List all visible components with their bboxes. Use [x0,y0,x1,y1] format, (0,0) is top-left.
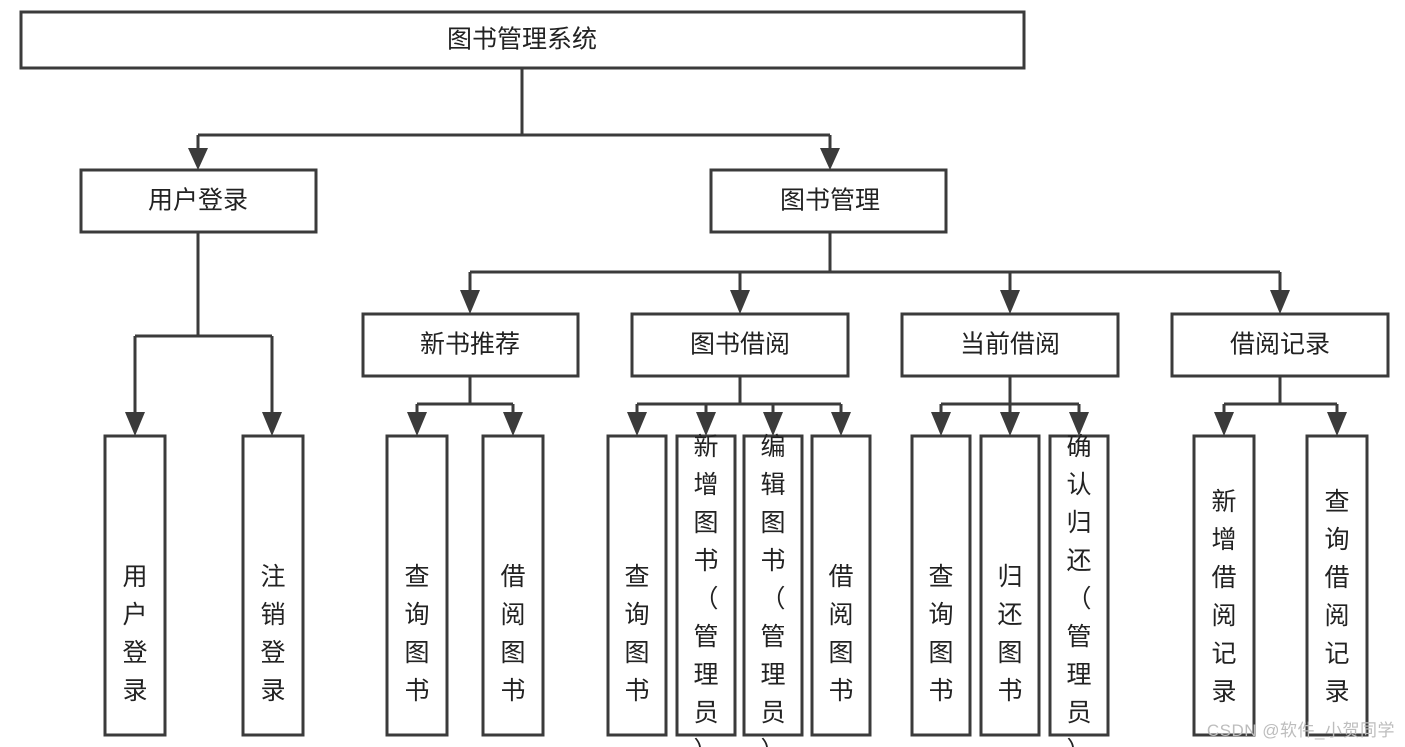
arrow-bookborrow-leaf-1 [627,412,647,436]
node-book-manage[interactable]: 图书管理 [709,168,948,234]
node-book-borrow[interactable]: 图书借阅 [630,312,850,378]
leaf-add-record[interactable]: 新增借阅记录 [1192,434,1256,737]
leaf-add-record-box[interactable] [1192,434,1256,737]
leaf-borrow-book-2-box[interactable] [810,434,872,737]
node-user-login-box[interactable] [79,168,318,234]
node-current-borrow[interactable]: 当前借阅 [900,312,1120,378]
arrow-currentborrow-leaf-1 [931,412,951,436]
arrow-newbook-leaf-2 [503,412,523,436]
node-borrow-record-label: 借阅记录 [1230,331,1330,359]
arrow-root-to-user-login [188,148,208,170]
arrow-to-book-borrow [730,290,750,314]
leaf-query-book-3-box[interactable] [910,434,972,737]
node-current-borrow-box[interactable] [900,312,1120,378]
leaf-confirm-return-box[interactable] [1048,434,1110,737]
leaf-edit-book-label: 编辑图书（管理员） [760,433,785,747]
node-user-login[interactable]: 用户登录 [79,168,318,234]
node-new-book-recommend-label: 新书推荐 [420,331,520,359]
leaf-add-book[interactable]: 新增图书（管理员） [675,433,737,747]
arrow-newbook-leaf-1 [407,412,427,436]
leaf-add-book-label: 新增图书（管理员） [693,433,718,747]
leaf-query-book-1-label: 查询图书 [404,563,429,705]
node-book-manage-label: 图书管理 [780,187,880,215]
arrow-currentborrow-leaf-2 [1000,412,1020,436]
leaf-return-book-box[interactable] [979,434,1041,737]
leaf-confirm-return-label: 确认归还（管理员） [1066,433,1091,747]
arrow-to-new-book-recommend [460,290,480,314]
leaf-query-book-3[interactable]: 查询图书 [910,434,972,737]
node-book-manage-box[interactable] [709,168,948,234]
leaf-edit-book[interactable]: 编辑图书（管理员） [742,433,804,747]
leaf-logout[interactable]: 注销登录 [241,434,305,737]
arrow-userlogin-leaf-2 [262,412,282,436]
leaf-user-login-box[interactable] [103,434,167,737]
arrow-currentborrow-leaf-3 [1069,412,1089,436]
leaf-query-record-box[interactable] [1305,434,1369,737]
arrow-userlogin-leaf-1 [125,412,145,436]
node-book-borrow-box[interactable] [630,312,850,378]
arrow-borrowrecord-leaf-2 [1327,412,1347,436]
leaf-borrow-book-1-label: 借阅图书 [500,563,525,705]
leaf-query-book-1[interactable]: 查询图书 [385,434,449,737]
leaf-query-record-label: 查询借阅记录 [1324,488,1349,706]
leaf-query-book-2-box[interactable] [606,434,668,737]
leaf-user-login[interactable]: 用户登录 [103,434,167,737]
arrow-to-current-borrow [1000,290,1020,314]
leaf-query-book-2-label: 查询图书 [624,563,649,705]
leaf-query-book-1-box[interactable] [385,434,449,737]
leaf-add-record-label: 新增借阅记录 [1211,488,1236,706]
node-root[interactable]: 图书管理系统 [19,10,1026,70]
leaf-query-book-3-label: 查询图书 [928,563,953,705]
node-current-borrow-label: 当前借阅 [960,331,1060,359]
leaf-borrow-book-2-label: 借阅图书 [828,563,853,705]
node-book-borrow-label: 图书借阅 [690,331,790,359]
node-root-label: 图书管理系统 [447,26,597,54]
node-root-box[interactable] [19,10,1026,70]
leaf-logout-label: 注销登录 [260,563,285,705]
leaf-user-login-label: 用户登录 [122,563,147,705]
leaf-query-record[interactable]: 查询借阅记录 [1305,434,1369,737]
node-borrow-record-box[interactable] [1170,312,1390,378]
arrow-bookborrow-leaf-2 [696,412,716,436]
leaf-borrow-book-2[interactable]: 借阅图书 [810,434,872,737]
leaf-return-book-label: 归还图书 [997,563,1022,705]
leaf-borrow-book-1-box[interactable] [481,434,545,737]
connector-layer [125,68,1347,436]
arrow-bookborrow-leaf-4 [831,412,851,436]
leaf-return-book[interactable]: 归还图书 [979,434,1041,737]
arrow-bookborrow-leaf-3 [763,412,783,436]
arrow-to-borrow-record [1270,290,1290,314]
arrow-root-to-book-manage [820,148,840,170]
leaf-confirm-return[interactable]: 确认归还（管理员） [1048,433,1110,747]
arrow-borrowrecord-leaf-1 [1214,412,1234,436]
leaf-borrow-book-1[interactable]: 借阅图书 [481,434,545,737]
leaf-add-book-box[interactable] [675,434,737,737]
node-user-login-label: 用户登录 [148,187,248,215]
leaf-logout-box[interactable] [241,434,305,737]
leaf-query-book-2[interactable]: 查询图书 [606,434,668,737]
leaf-edit-book-box[interactable] [742,434,804,737]
node-new-book-recommend-box[interactable] [361,312,580,378]
node-new-book-recommend[interactable]: 新书推荐 [361,312,580,378]
node-borrow-record[interactable]: 借阅记录 [1170,312,1390,378]
